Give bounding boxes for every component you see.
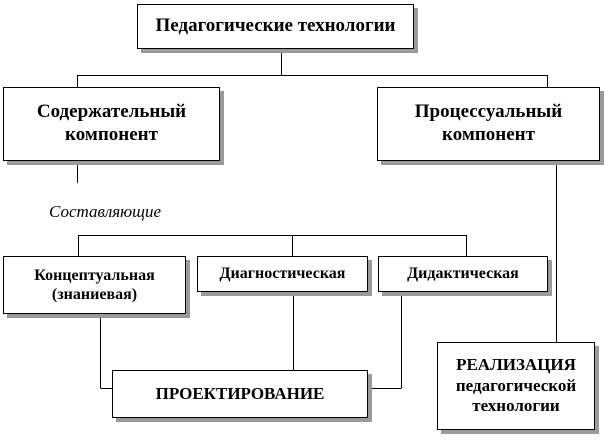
implementation-line2: педагогической — [455, 375, 577, 395]
diagnostic-label: Диагностическая — [219, 265, 346, 283]
didactic-node: Дидактическая — [378, 256, 548, 292]
diagnostic-node: Диагностическая — [197, 256, 368, 292]
root-node-label: Педагогические технологии — [155, 15, 396, 37]
design-node: ПРОЕКТИРОВАНИЕ — [112, 370, 368, 418]
conceptual-node: Концептуальная (знаниевая) — [3, 256, 186, 314]
design-label: ПРОЕКТИРОВАНИЕ — [155, 383, 325, 403]
implementation-line1: РЕАЛИЗАЦИЯ — [456, 355, 576, 375]
process-component-node: Процессуальный компонент — [377, 87, 600, 161]
process-component-line2: компонент — [442, 124, 535, 145]
process-component-line1: Процессуальный — [414, 101, 563, 123]
content-component-line2: компонент — [65, 124, 158, 145]
components-caption: Составляющие — [49, 202, 162, 221]
root-node-pedagogical-technologies: Педагогические технологии — [137, 4, 414, 49]
content-component-line1: Содержательный — [36, 101, 187, 123]
conceptual-line2: (знаниевая) — [51, 286, 138, 303]
conceptual-line1: Концептуальная — [34, 266, 155, 284]
content-component-node: Содержательный компонент — [3, 87, 220, 161]
implementation-node: РЕАЛИЗАЦИЯ педагогической технологии — [437, 342, 595, 430]
didactic-label: Дидактическая — [407, 265, 519, 283]
implementation-line3: технологии — [472, 396, 560, 416]
